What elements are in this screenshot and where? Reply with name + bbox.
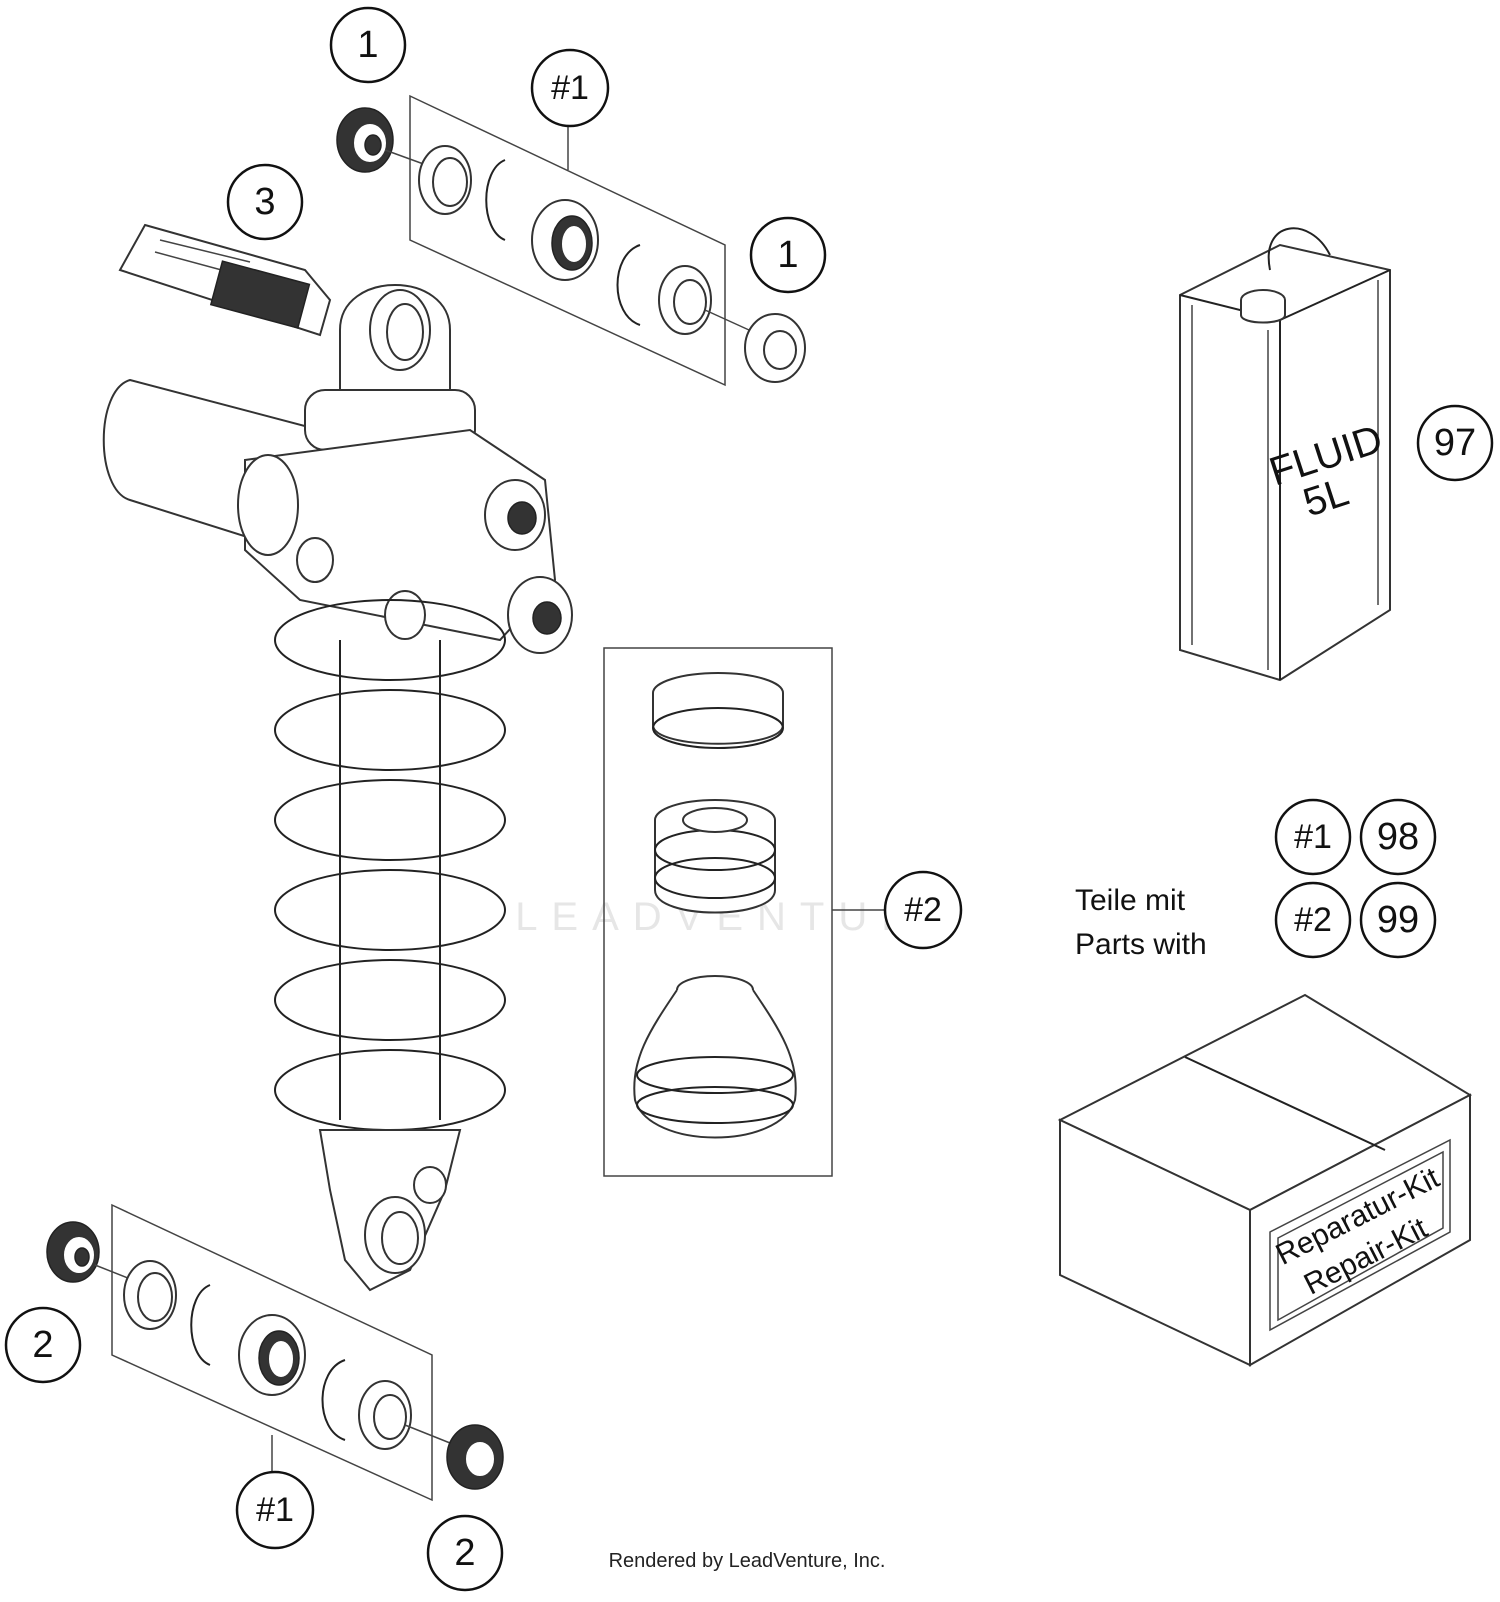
top-left-bushing <box>336 107 394 173</box>
top-right-bushing <box>744 313 806 383</box>
svg-text:2: 2 <box>32 1324 53 1366</box>
legend-line-2: Parts with <box>1075 928 1207 961</box>
legend-kit1: #1 <box>1274 798 1352 876</box>
svg-text:#2: #2 <box>1294 901 1332 939</box>
callout-kit1-top: #1 <box>530 48 610 128</box>
legend-99: 99 <box>1359 881 1437 959</box>
svg-text:97: 97 <box>1434 422 1476 464</box>
callout-3: 3 <box>226 163 304 241</box>
bottom-seal-kit-panel <box>46 1203 504 1502</box>
callout-kit1-bottom: #1 <box>235 1470 315 1550</box>
callout-kit2: #2 <box>883 870 963 950</box>
bottom-center-bearing <box>238 1314 306 1396</box>
svg-text:98: 98 <box>1377 816 1419 858</box>
seal-head <box>654 799 776 914</box>
svg-text:1: 1 <box>357 24 378 66</box>
legend-98: 98 <box>1359 798 1437 876</box>
bottom-left-bushing <box>46 1221 100 1283</box>
top-circlip-2 <box>616 244 641 326</box>
callout-97: 97 <box>1416 404 1494 482</box>
svg-text:#1: #1 <box>551 69 589 107</box>
callout-1-right: 1 <box>749 216 827 294</box>
svg-text:3: 3 <box>254 181 275 223</box>
callout-2-left: 2 <box>4 1306 82 1384</box>
footer-credit: Rendered by LeadVenture, Inc. <box>609 1550 886 1572</box>
can-handle <box>1267 227 1331 271</box>
bottom-circlip-1 <box>190 1284 211 1366</box>
bump-stop-ring <box>652 672 784 749</box>
callout-2-bottom: 2 <box>426 1514 504 1592</box>
top-seal-kit-panel <box>336 94 806 387</box>
top-circlip-1 <box>485 159 506 241</box>
top-center-bearing <box>531 199 599 281</box>
svg-text:#1: #1 <box>256 1491 294 1529</box>
callout-1-top: 1 <box>329 6 407 84</box>
svg-text:99: 99 <box>1377 899 1419 941</box>
bottom-circlip-2 <box>321 1359 346 1441</box>
bump-stop-kit-panel <box>603 647 885 1177</box>
legend-kit2: #2 <box>1274 881 1352 959</box>
legend-line-1: Teile mit <box>1075 884 1186 917</box>
svg-text:#1: #1 <box>1294 818 1332 856</box>
fluid-can: FLUID 5L <box>1179 227 1391 682</box>
svg-text:#2: #2 <box>904 891 942 929</box>
svg-text:1: 1 <box>777 234 798 276</box>
bottom-right-bushing <box>446 1424 504 1490</box>
svg-text:2: 2 <box>454 1532 475 1574</box>
legend: Teile mit Parts with #1 98 #2 99 <box>1075 798 1437 961</box>
repair-kit-box: Reparatur-Kit Repair-Kit <box>1057 993 1473 1367</box>
shock-absorber <box>102 284 573 1292</box>
bump-rubber <box>633 975 797 1139</box>
label-sticker <box>118 223 332 337</box>
